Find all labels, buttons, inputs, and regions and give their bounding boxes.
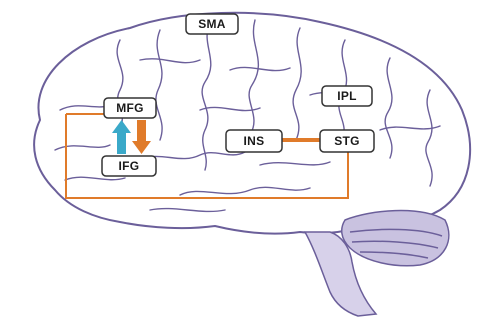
brain-outline xyxy=(34,13,470,234)
region-text-mfg: MFG xyxy=(116,101,144,115)
region-label-stg: STG xyxy=(320,130,374,152)
arrow-up-icon xyxy=(112,120,131,154)
region-text-stg: STG xyxy=(334,134,360,148)
region-text-ifg: IFG xyxy=(119,159,140,173)
region-label-sma: SMA xyxy=(186,14,238,34)
region-label-mfg: MFG xyxy=(104,98,156,118)
region-text-ins: INS xyxy=(244,134,265,148)
region-label-ins: INS xyxy=(226,130,282,152)
region-text-ipl: IPL xyxy=(337,89,357,103)
region-text-sma: SMA xyxy=(198,17,226,31)
region-label-ipl: IPL xyxy=(322,86,372,106)
region-label-ifg: IFG xyxy=(102,156,156,176)
arrow-down-icon xyxy=(132,120,151,154)
mfg-ifg-arrows xyxy=(112,120,151,154)
cerebellum xyxy=(342,211,449,266)
